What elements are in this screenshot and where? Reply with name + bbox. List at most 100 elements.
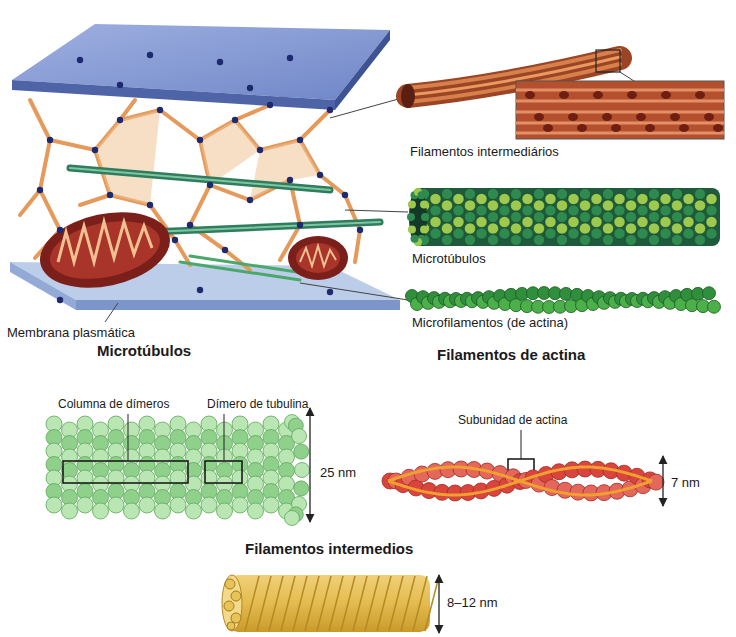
tubulin-bead — [625, 188, 636, 199]
tubulin-bead — [411, 235, 419, 243]
tubulin-bead — [487, 188, 498, 199]
filament-stripe — [353, 576, 367, 631]
filament-stripe — [269, 576, 283, 631]
membrane-label: Membrana plasmática — [7, 326, 135, 341]
microtubule-model — [407, 188, 720, 246]
linker-dot — [117, 117, 123, 123]
tubulin-bead — [694, 188, 705, 199]
tubulin-bead — [430, 205, 441, 216]
filament-stripe — [257, 576, 271, 631]
tubulin-bead — [568, 228, 579, 239]
linker-dot — [297, 222, 303, 228]
tubulin-bead — [170, 497, 186, 513]
linker-dot — [37, 187, 43, 193]
tubulin-bead — [602, 211, 613, 222]
tubulin-bead — [533, 200, 544, 211]
actin-filament-detail — [382, 461, 664, 501]
tubulin-bead — [407, 213, 415, 221]
tubulin-bead — [533, 188, 544, 199]
filament-knot — [568, 113, 578, 121]
tubulin-bead — [602, 234, 613, 245]
leader-lines — [105, 56, 724, 322]
tubulin-bead — [625, 223, 636, 234]
tropomyosin-strand — [388, 467, 652, 495]
dimension: 25 nm — [320, 466, 356, 481]
tubulin-bead — [420, 226, 428, 234]
linker-dot — [47, 137, 53, 143]
filament-stripe — [317, 576, 331, 631]
tubulin-bead — [453, 228, 464, 239]
linker-dot — [342, 192, 348, 198]
tubulin-bead — [285, 511, 300, 526]
tubulin-bead — [453, 193, 464, 204]
tubulin-bead — [464, 223, 475, 234]
linker-dot — [207, 182, 213, 188]
cytosol-patches — [95, 110, 320, 205]
tubulin-bead — [625, 211, 636, 222]
tubulin-bead — [248, 503, 264, 519]
linker-dot — [297, 137, 303, 143]
tubulin-bead — [464, 200, 475, 211]
tubulin-bead — [217, 503, 233, 519]
tubulin-bead — [556, 200, 567, 211]
tubulin-bead — [510, 211, 521, 222]
filament-stripe — [365, 576, 379, 631]
filament-knot — [627, 91, 637, 99]
tubulin-bead — [510, 223, 521, 234]
tubulin-bead — [292, 429, 307, 444]
filament-knot — [577, 124, 587, 132]
tubulin-bead — [295, 463, 310, 478]
linker-dot — [232, 117, 238, 123]
tubulin-bead — [441, 234, 452, 245]
tubulin-bead — [602, 223, 613, 234]
tubulin-bead — [591, 205, 602, 216]
filament-knot — [543, 124, 553, 132]
part-label: Columna de dímeros — [58, 398, 169, 412]
filament-knot — [679, 124, 689, 132]
tubulin-bead — [294, 444, 309, 459]
tubulin-bead — [694, 211, 705, 222]
intermediate-filament-detail — [222, 575, 439, 632]
tubulin-bead — [706, 205, 717, 216]
tubulin-bead — [545, 228, 556, 239]
tubulin-bead — [487, 200, 498, 211]
tubulin-bead — [453, 205, 464, 216]
tubulin-bead — [648, 234, 659, 245]
filament-stripe — [401, 576, 415, 631]
tubulin-bead — [487, 234, 498, 245]
tubulin-bead — [660, 228, 671, 239]
tubulin-bead — [683, 193, 694, 204]
tubulin-bead — [579, 211, 590, 222]
linker-dot — [197, 137, 203, 143]
tubulin-bead — [421, 213, 429, 221]
filament-knot — [611, 124, 621, 132]
tubulin-bead — [568, 193, 579, 204]
filament-knot — [534, 113, 544, 121]
tubulin-bead — [694, 223, 705, 234]
tubulin-bead — [522, 193, 533, 204]
filament-knot — [525, 91, 535, 99]
tubulin-bead — [591, 193, 602, 204]
microtubule-detail — [46, 415, 310, 526]
linker-dot — [287, 177, 293, 183]
tubulin-bead — [591, 216, 602, 227]
tubulin-bead — [614, 193, 625, 204]
linker-dot — [147, 202, 153, 208]
intermediate-filament-inset — [516, 81, 724, 139]
tubulin-bead — [660, 205, 671, 216]
tubulin-bead — [430, 216, 441, 227]
tubulin-bead — [648, 200, 659, 211]
tubulin-bead — [706, 228, 717, 239]
filament-knot — [636, 113, 646, 121]
tubulin-bead — [93, 503, 109, 519]
filament-stripe — [341, 576, 355, 631]
linker-dot — [92, 147, 98, 153]
dimension: 8–12 nm — [447, 596, 498, 611]
tubulin-bead — [706, 193, 717, 204]
tubulin-bead — [464, 211, 475, 222]
tubulin-bead — [62, 503, 78, 519]
tubulin-bead — [637, 205, 648, 216]
linker-dot — [222, 247, 228, 253]
tubulin-bead — [441, 223, 452, 234]
filament-knot — [559, 91, 569, 99]
